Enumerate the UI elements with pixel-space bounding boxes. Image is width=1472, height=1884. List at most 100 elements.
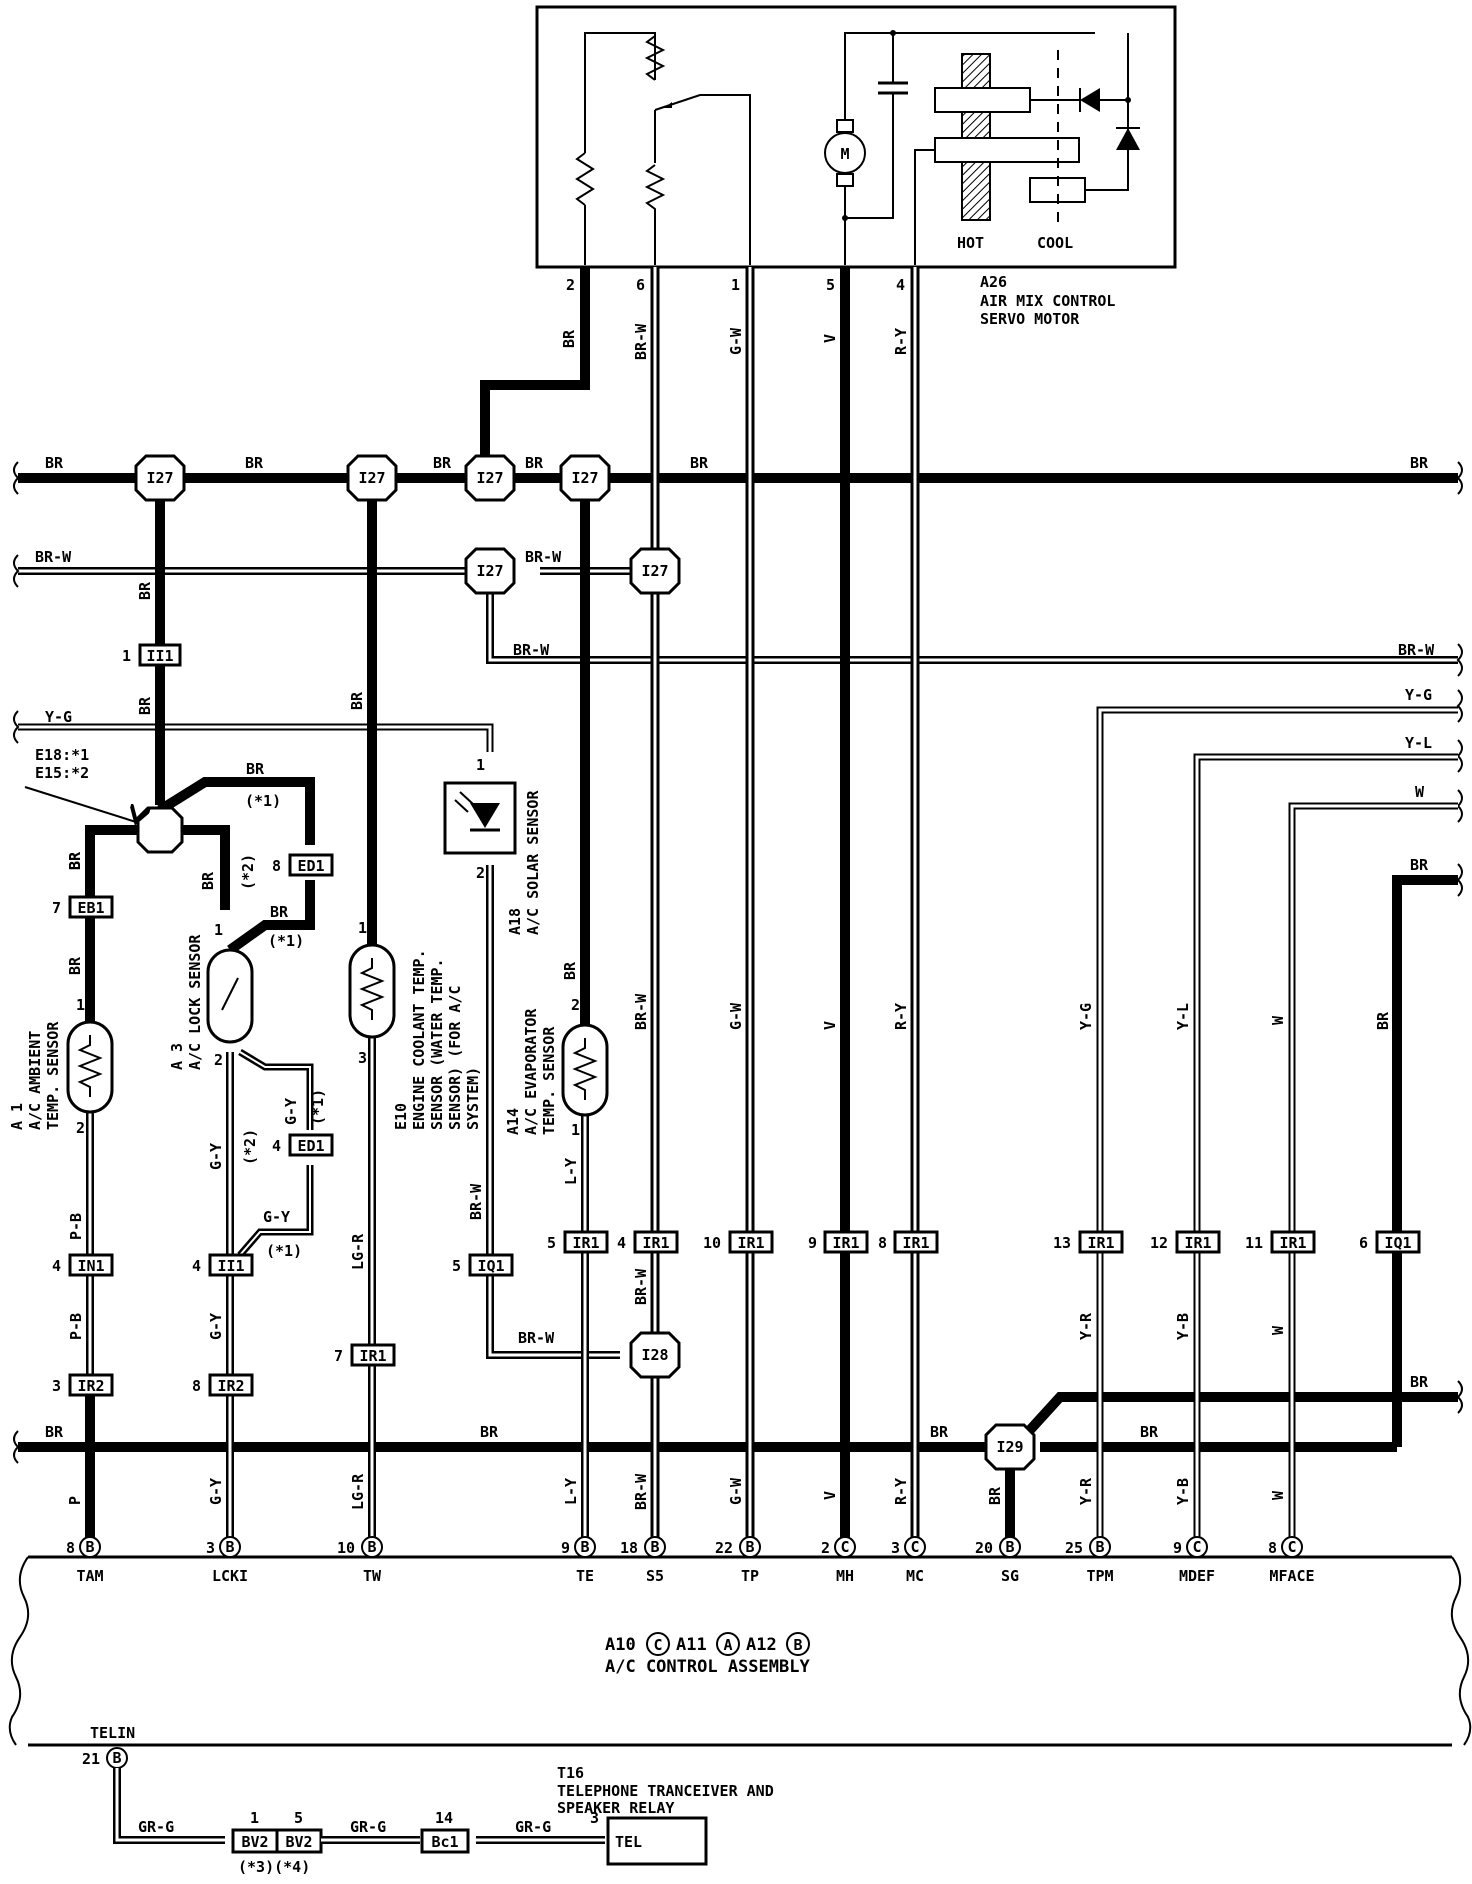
a3-lock-sensor: 1 2 A 3 A/C LOCK SENSOR [168,921,254,1070]
svg-text:I27: I27 [641,562,668,580]
junction-i28: I28 [629,1331,681,1379]
wire-label-v-2: V [821,1021,839,1030]
left-wires: BR BR BR BR (*1) BR (*2) BR (*1) BR P-B … [66,478,650,1547]
svg-text:7: 7 [52,899,61,917]
junction-connectors: I27 I27 I27 I27 I27 I27 I28 I29 [24,454,1036,1471]
bus-label-br-2: BR [245,454,264,472]
svg-text:5: 5 [452,1257,461,1275]
t16-label-2: SPEAKER RELAY [557,1799,674,1817]
svg-text:8: 8 [66,1539,75,1557]
svg-text:TPM: TPM [1086,1567,1113,1585]
svg-text:IR2: IR2 [217,1377,244,1395]
servo-pin-5: 5 [826,276,835,294]
svg-text:IQ1: IQ1 [1384,1234,1411,1252]
wire-label-yg-v: Y-G [1077,1003,1095,1030]
svg-text:S5: S5 [646,1567,664,1585]
svg-text:B: B [85,1538,94,1556]
svg-text:6: 6 [1359,1234,1368,1252]
note-star1-c: (*1) [309,1089,327,1125]
svg-text:IQ1: IQ1 [477,1257,504,1275]
telephone-circuit: GR-G BV2 BV2 1 5 (*3)(*4) GR-G Bc1 14 GR… [113,1764,774,1876]
svg-text:C: C [1192,1538,1201,1556]
telin-label: TELIN [90,1724,135,1742]
wire-label-yl-v: Y-L [1174,1003,1192,1030]
wire-label-ry-3: R-Y [892,1478,910,1505]
wire-label-w-v2: W [1269,1325,1287,1335]
svg-text:MC: MC [906,1567,924,1585]
wire-label-ly-2: L-Y [562,1478,580,1505]
wire-label-br-l4: BR [246,760,265,778]
junction-i27-2: I27 [346,454,398,502]
a14-label-2: TEMP. SENSOR [540,1026,558,1135]
wire-label-pb-1: P-B [67,1213,85,1240]
svg-text:1: 1 [214,921,223,939]
svg-text:8: 8 [272,857,281,875]
bus-label-br-b4: BR [1140,1423,1159,1441]
t16-label-1: TELEPHONE TRANCEIVER AND [557,1782,774,1800]
wire-label-gy-2: G-Y [282,1098,300,1125]
svg-text:11: 11 [1245,1234,1263,1252]
svg-text:22: 22 [715,1539,733,1557]
bus-label-yg-2: Y-G [1405,686,1432,704]
note-star1-d: (*1) [266,1242,302,1260]
wire-label-brw-servo: BR-W [632,323,650,360]
svg-text:B: B [580,1538,589,1556]
wire-label-grg-2: GR-G [350,1818,386,1836]
a1-label-2: TEMP. SENSOR [44,1021,62,1130]
a18-solar-sensor: 1 2 A18 A/C SOLAR SENSOR [443,756,542,935]
svg-text:8: 8 [878,1234,887,1252]
svg-text:C: C [910,1538,919,1556]
svg-text:B: B [112,1749,121,1767]
svg-text:3: 3 [358,1049,367,1067]
svg-text:9: 9 [561,1539,570,1557]
wire-label-grg-1: GR-G [138,1818,174,1836]
wire-label-gy-4: G-Y [207,1313,225,1340]
svg-text:3: 3 [206,1539,215,1557]
svg-text:4: 4 [272,1137,281,1155]
svg-text:C: C [1287,1538,1296,1556]
wire-label-v-1: V [821,334,839,343]
svg-text:B: B [225,1538,234,1556]
svg-text:12: 12 [1150,1234,1168,1252]
bus-label-yl: Y-L [1405,734,1432,752]
svg-text:TE: TE [576,1567,594,1585]
bus-label-br-5: BR [690,454,709,472]
note-star2-a: (*2) [239,854,257,890]
wire-label-gy-5: G-Y [207,1478,225,1505]
svg-text:14: 14 [435,1809,453,1827]
e10-label-1: ENGINE COOLANT TEMP. [410,949,428,1130]
control-name: A/C CONTROL ASSEMBLY [605,1657,810,1677]
wire-label-gy-3: G-Y [263,1208,290,1226]
svg-text:IR1: IR1 [359,1347,386,1365]
svg-text:BV2: BV2 [285,1833,312,1851]
wire-label-brw-a18: BR-W [467,1183,485,1220]
svg-text:TAM: TAM [76,1567,103,1585]
svg-text:3: 3 [52,1377,61,1395]
wire-label-yb-2: Y-B [1174,1478,1192,1505]
bus-label-br-4: BR [525,454,544,472]
svg-text:B: B [793,1636,802,1654]
control-title: A10 C A11 A A12 B A/C CONTROL ASSEMBLY [605,1632,810,1677]
junction-splice [136,806,184,854]
junction-i27-4: I27 [559,454,611,502]
wire-bus: BR BR BR BR BR BR BR-W BR-W BR-W BR-W Y-… [13,454,1463,1464]
svg-text:II1: II1 [217,1257,244,1275]
wire-label-br-a1: BR [66,956,84,975]
svg-text:2: 2 [821,1539,830,1557]
a18-code: A18 [506,908,524,935]
e10-label-3: SENSOR) (FOR A/C [446,986,464,1131]
bus-label-br-3: BR [433,454,452,472]
cool-label: COOL [1037,234,1073,252]
a14-evaporator-sensor: 2 1 A14 A/C EVAPORATOR TEMP. SENSOR [504,996,609,1139]
a14-label-1: A/C EVAPORATOR [522,1008,540,1135]
svg-text:25: 25 [1065,1539,1083,1557]
svg-text:2: 2 [76,1119,85,1137]
svg-text:MDEF: MDEF [1179,1567,1215,1585]
servo-code: A26 [980,273,1007,291]
svg-text:I28: I28 [641,1346,668,1364]
svg-text:2: 2 [476,864,485,882]
note-e18: E18:*1 [35,746,89,764]
a1-code: A 1 [8,1103,26,1130]
svg-text:A12: A12 [746,1635,777,1655]
svg-text:IR1: IR1 [832,1234,859,1252]
